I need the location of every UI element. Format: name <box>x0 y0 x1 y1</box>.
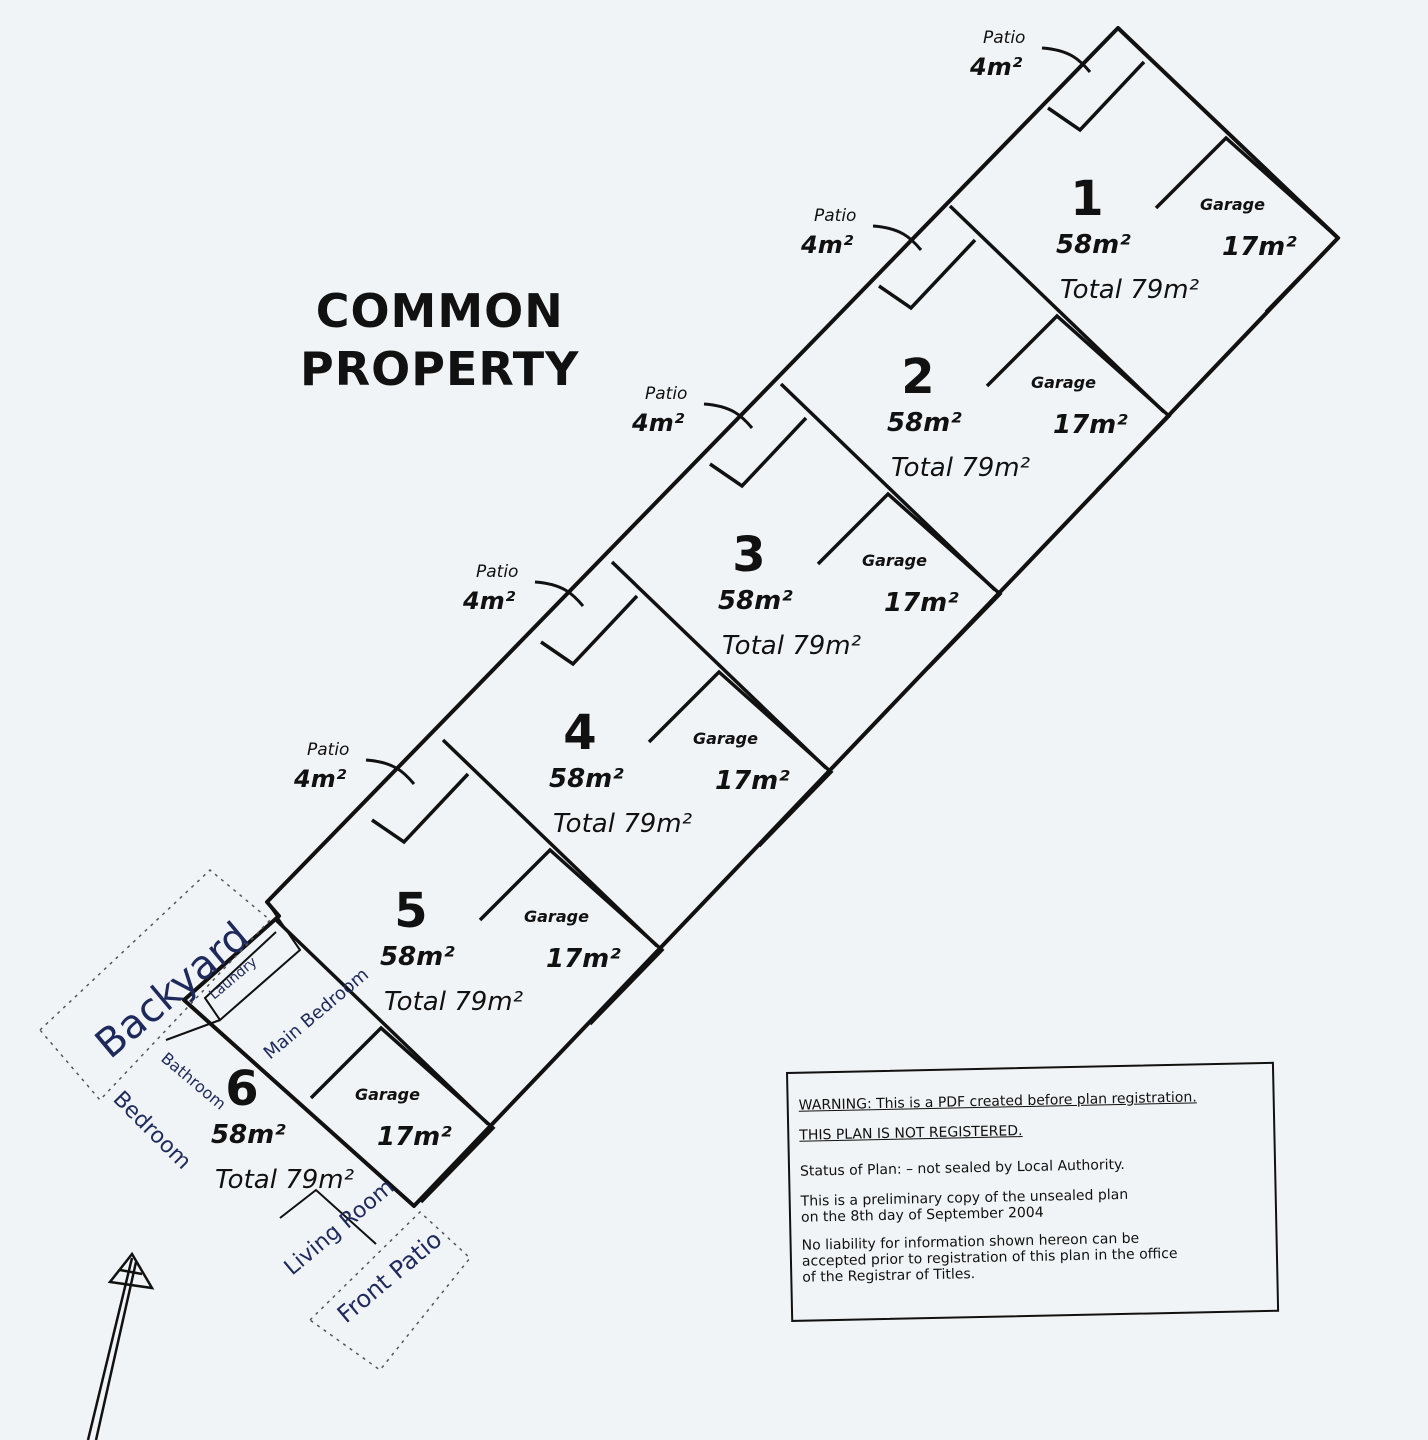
warning-notice: WARNING: This is a PDF created before pl… <box>786 1061 1280 1322</box>
unit-total-area: Total 79m² <box>891 453 1030 483</box>
garage-boundary <box>647 669 834 848</box>
unit-total-area: Total 79m² <box>1060 275 1199 305</box>
patio-leader <box>534 580 585 607</box>
heading-line-1: COMMON <box>315 284 564 338</box>
unit-total-area: Total 79m² <box>215 1165 354 1195</box>
patio-label: Patio <box>814 206 856 226</box>
patio-area: 4m² <box>969 53 1023 81</box>
north-arrow <box>86 1251 155 1440</box>
patio-boundary <box>709 416 808 489</box>
unit-number: 2 <box>901 349 934 405</box>
patio-leader <box>365 758 416 785</box>
garage-area: 17m² <box>546 944 621 974</box>
patio-label: Patio <box>983 28 1025 48</box>
bedroom-label: Bedroom <box>108 1087 196 1175</box>
patio-label: Patio <box>307 740 349 760</box>
unit-area: 58m² <box>549 764 624 794</box>
patio-area: 4m² <box>462 587 516 615</box>
garage-boundary <box>1154 135 1341 314</box>
front-patio-outline <box>308 1210 472 1372</box>
patio-boundary <box>878 238 977 311</box>
unit-area: 58m² <box>211 1120 286 1150</box>
garage-boundary <box>309 1025 496 1204</box>
garage-area: 17m² <box>715 766 790 796</box>
garage-label: Garage <box>1031 373 1096 392</box>
patio-label: Patio <box>476 562 518 582</box>
patio-boundary <box>1047 60 1146 133</box>
patio-boundary <box>371 772 470 845</box>
unit-total-area: Total 79m² <box>722 631 861 661</box>
patio-area: 4m² <box>293 765 347 793</box>
patio-boundary <box>540 594 639 667</box>
garage-area: 17m² <box>377 1122 452 1152</box>
patio-area: 4m² <box>631 409 685 437</box>
building-outline <box>182 26 1340 1208</box>
garage-label: Garage <box>862 551 927 570</box>
unit-area: 58m² <box>1056 230 1131 260</box>
unit-number: 5 <box>394 883 427 939</box>
garage-area: 17m² <box>884 588 959 618</box>
patio-leader <box>872 224 923 251</box>
unit-area: 58m² <box>718 586 793 616</box>
unit-number: 3 <box>732 527 765 583</box>
not-registered-line: THIS PLAN IS NOT REGISTERED. <box>799 1123 1023 1144</box>
unit-6-rooms <box>165 901 377 1245</box>
status-line: Status of Plan: – not sealed by Local Au… <box>799 1156 1125 1180</box>
patio-area: 4m² <box>800 231 854 259</box>
garage-label: Garage <box>693 729 758 748</box>
heading-line-2: PROPERTY <box>300 342 580 396</box>
unit-total-area: Total 79m² <box>384 987 523 1017</box>
garage-boundary <box>816 491 1003 670</box>
bathroom-boundary <box>165 1019 221 1041</box>
garage-boundary <box>985 313 1172 492</box>
unit-number: 1 <box>1070 171 1103 227</box>
unit-number: 6 <box>225 1061 258 1117</box>
bathroom-label: Bathroom <box>157 1049 229 1114</box>
garage-area: 17m² <box>1053 410 1128 440</box>
garage-label: Garage <box>1200 195 1265 214</box>
unit-area: 58m² <box>380 942 455 972</box>
garage-boundary <box>478 847 665 1026</box>
unit-number: 4 <box>563 705 596 761</box>
patio-leader <box>1041 46 1092 73</box>
unit-total-area: Total 79m² <box>553 809 692 839</box>
patio-leader <box>703 402 754 429</box>
main-bedroom-label: Main Bedroom <box>260 964 373 1064</box>
patio-label: Patio <box>645 384 687 404</box>
common-property-heading: COMMON PROPERTY <box>300 282 579 398</box>
unit-area: 58m² <box>887 408 962 438</box>
garage-area: 17m² <box>1222 232 1297 262</box>
living-room-boundary <box>279 1188 377 1245</box>
garage-label: Garage <box>524 907 589 926</box>
warning-line: WARNING: This is a PDF created before pl… <box>798 1089 1197 1114</box>
garage-label: Garage <box>355 1085 420 1104</box>
